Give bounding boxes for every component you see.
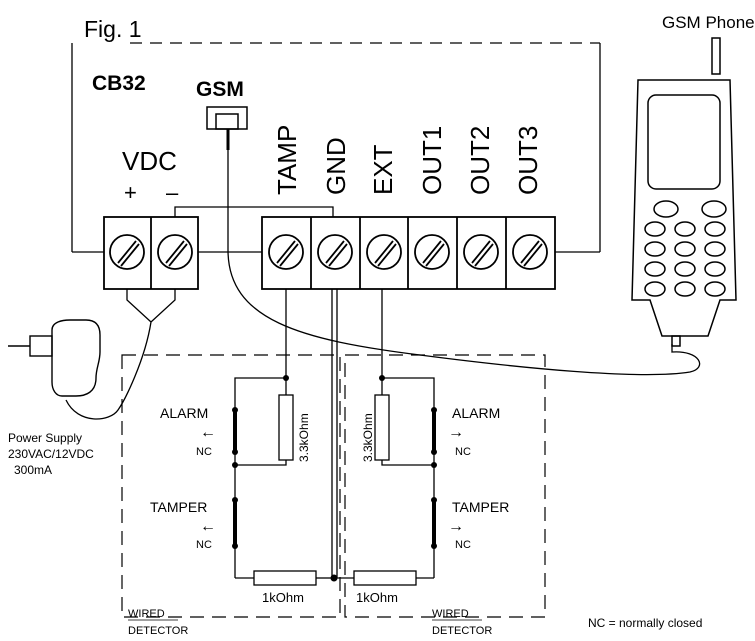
phone-label: GSM Phone [662, 13, 755, 32]
terminal-label-out3: OUT3 [513, 126, 543, 195]
right-alarm-label: ALARM [452, 405, 500, 421]
left-tamper-contact [232, 497, 238, 549]
right-alarm-nc: NC [455, 446, 471, 458]
right-detector-circuit [337, 377, 435, 579]
right-resistor-3k3 [374, 394, 390, 461]
board-label: CB32 [92, 72, 146, 95]
left-resistor-1k-label: 1kOhm [262, 590, 304, 605]
right-junction-dot [431, 462, 437, 468]
screw-icon [463, 234, 499, 270]
left-alarm-contact [232, 407, 238, 455]
screw-icon [268, 234, 304, 270]
terminal-label-gnd: GND [321, 137, 351, 195]
left-alarm-nc: NC [196, 446, 212, 458]
io-terminal-block [261, 216, 556, 290]
left-detector-circuit [234, 377, 332, 579]
left-alarm-arrow: ← [200, 424, 216, 441]
right-tamper-contact [431, 497, 437, 549]
right-resistor-1k [353, 570, 417, 586]
terminal-label-out2: OUT2 [465, 126, 495, 195]
terminal-label-tamp: TAMP [272, 125, 302, 195]
screw-icon [414, 234, 450, 270]
power-terminal-block [103, 216, 199, 290]
screw-icon [366, 234, 402, 270]
terminal-label-out1: OUT1 [417, 126, 447, 195]
supply-label-line2: 230VAC/12VDC [8, 447, 94, 461]
right-caption-line2: DETECTOR [432, 625, 492, 637]
supply-label-line1: Power Supply [8, 431, 82, 445]
left-junction-dot [283, 375, 289, 381]
left-junction-dot [232, 462, 238, 468]
supply-wire [65, 289, 176, 420]
screw-icon [109, 234, 145, 270]
vdc-label: VDC [122, 146, 177, 176]
left-resistor-1k [253, 570, 317, 586]
fig-label: Fig. 1 [84, 16, 142, 42]
terminal-label-ext: EXT [368, 144, 398, 195]
right-tamper-label: TAMPER [452, 499, 509, 515]
supply-label-line3: 300mA [14, 463, 52, 477]
right-alarm-contact [431, 407, 437, 455]
gsm-connector [206, 106, 248, 150]
nc-legend-note: NC = normally closed [588, 616, 702, 630]
right-tamper-arrow: → [448, 518, 464, 535]
terminal-labels: TAMP GND EXT OUT1 OUT2 OUT3 [272, 125, 543, 195]
left-tamper-nc: NC [196, 539, 212, 551]
left-caption-line2: DETECTOR [128, 625, 188, 637]
gsm-phone-icon [631, 37, 737, 347]
left-alarm-label: ALARM [160, 405, 208, 421]
left-tamper-label: TAMPER [150, 499, 207, 515]
right-resistor-3k3-label: 3.3kOhm [361, 413, 375, 462]
screw-icon [317, 234, 353, 270]
right-caption-line1: WIRED [432, 608, 469, 620]
cb32-board-outline [71, 42, 601, 253]
right-junction-dot [379, 375, 385, 381]
screw-icon [157, 234, 193, 270]
gsm-module-label: GSM [196, 78, 244, 101]
right-tamper-nc: NC [455, 539, 471, 551]
left-resistor-3k3 [278, 394, 294, 461]
right-resistor-1k-label: 1kOhm [356, 590, 398, 605]
ground-link-wire [174, 206, 334, 217]
left-resistor-3k3-label: 3.3kOhm [297, 413, 311, 462]
terminal-wires [285, 289, 383, 578]
screw-icon [512, 234, 548, 270]
vdc-plus: + [124, 180, 137, 205]
left-tamper-arrow: ← [200, 518, 216, 535]
right-alarm-arrow: → [448, 424, 464, 441]
common-junction-dot [330, 574, 338, 582]
right-detector-box [344, 354, 546, 618]
left-caption-line1: WIRED [128, 608, 165, 620]
vdc-minus: – [166, 180, 179, 205]
gsm-cable [227, 150, 701, 376]
power-adapter-icon [8, 319, 101, 397]
